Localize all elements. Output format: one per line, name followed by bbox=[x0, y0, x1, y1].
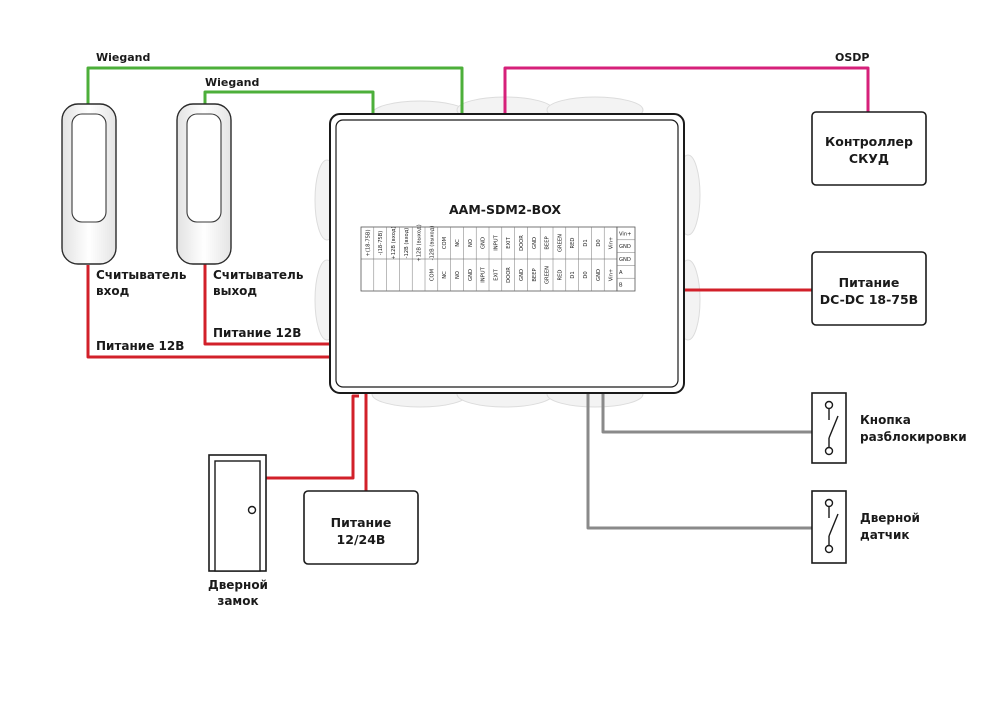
door-sensor bbox=[811, 490, 847, 564]
terminal-upper-label: EXIT bbox=[506, 236, 512, 248]
terminal-lower-label: Vin+ bbox=[609, 269, 615, 282]
terminal-lower-label: RED bbox=[557, 270, 563, 281]
label-wiegand-inner: Wiegand bbox=[205, 76, 259, 89]
terminal-upper-label: NC bbox=[455, 239, 461, 247]
controller-label-line2: СКУД bbox=[849, 151, 889, 166]
terminal-upper-label: DOOR bbox=[519, 235, 525, 251]
osdp-wire bbox=[503, 66, 870, 118]
unlock-button bbox=[811, 392, 847, 464]
terminal-right-frame bbox=[616, 226, 636, 292]
label-lock-2: замок bbox=[217, 594, 258, 608]
psu-label-line1: Питание bbox=[331, 515, 392, 530]
terminal-lower-label: GND bbox=[519, 269, 525, 281]
door-knob-icon bbox=[247, 505, 257, 515]
label-reader-out-2: выход bbox=[213, 284, 257, 298]
power-wire-reader-out bbox=[203, 262, 333, 346]
terminal-right-label: GND bbox=[619, 244, 631, 250]
label-power12-out: Питание 12В bbox=[213, 326, 301, 340]
terminal-upper-label: +12В (вход) bbox=[391, 226, 397, 259]
signal-wire-button bbox=[601, 392, 812, 434]
terminal-lower-label: D0 bbox=[583, 271, 589, 278]
label-lock-1: Дверной bbox=[208, 578, 268, 592]
terminal-lower-label: COM bbox=[429, 269, 435, 281]
terminal-lower-label: GND bbox=[596, 269, 602, 281]
label-reader-out-1: Считыватель bbox=[213, 268, 304, 282]
door-lock bbox=[208, 454, 267, 572]
dcdc-label-line1: Питание bbox=[839, 275, 900, 290]
terminal-upper-label: GND bbox=[532, 237, 538, 249]
reader-exit bbox=[176, 103, 232, 265]
terminal-right-label: GND bbox=[619, 257, 631, 263]
dcdc-label-line2: DC-DC 18-75В bbox=[820, 292, 918, 307]
terminal-lower-label: INPUT bbox=[481, 266, 487, 282]
reader-entrance bbox=[61, 103, 117, 265]
terminal-upper-label: BEEP bbox=[545, 236, 551, 249]
psu-label-line2: 12/24В bbox=[337, 532, 386, 547]
terminal-upper-label: GND bbox=[481, 237, 487, 249]
terminal-upper-label: COM bbox=[442, 237, 448, 249]
terminal-upper-label: -(18-75В) bbox=[378, 231, 384, 256]
device-title: AAM-SDM2-BOX bbox=[449, 202, 561, 217]
label-sensor-2: датчик bbox=[860, 528, 910, 542]
terminal-lower-label: GND bbox=[468, 269, 474, 281]
wires bbox=[86, 66, 870, 530]
terminal-upper-label: -12В (вход) bbox=[404, 228, 410, 259]
terminal-lower-label: DOOR bbox=[506, 267, 512, 283]
label-power12-in: Питание 12В bbox=[96, 339, 184, 353]
label-button-2: разблокировки bbox=[860, 430, 967, 444]
terminal-lower-label: BEEP bbox=[532, 268, 538, 281]
terminal-lower-label: NO bbox=[455, 271, 461, 279]
power-wire-lock bbox=[266, 394, 359, 480]
labels: Wiegand Wiegand OSDP Считыватель вход Сч… bbox=[96, 51, 967, 608]
terminal-upper-label: D0 bbox=[596, 239, 602, 246]
label-wiegand-outer: Wiegand bbox=[96, 51, 150, 64]
terminal-lower-label: EXIT bbox=[493, 268, 499, 280]
switch-lever-icon bbox=[828, 415, 839, 439]
terminal-block: +(18-75В) -(18-75В) +12В (вход) -12В (вход)… bbox=[360, 224, 636, 292]
terminal-right-label: B bbox=[619, 283, 623, 289]
label-reader-in-1: Считыватель bbox=[96, 268, 187, 282]
terminal-right-label: A bbox=[619, 270, 623, 276]
label-osdp: OSDP bbox=[835, 51, 869, 64]
terminal-upper-label: GREEN bbox=[557, 234, 563, 252]
signal-wire-sensor bbox=[586, 392, 812, 530]
terminal-upper-label: +12В (выход) bbox=[417, 224, 423, 261]
controller-skud: Контроллер СКУД bbox=[811, 111, 927, 186]
terminal-lower-label: GREEN bbox=[545, 266, 551, 284]
sensor-lever-icon bbox=[828, 513, 839, 537]
terminal-upper-label: Vin+ bbox=[609, 237, 615, 250]
power-12-24: Питание 12/24В bbox=[303, 490, 419, 565]
terminal-lower-label: D1 bbox=[570, 271, 576, 278]
terminal-upper-label: INPUT bbox=[493, 234, 499, 250]
device-aam-sdm2-box: AAM-SDM2-BOX +(18-75В) -(18-75В) +12В (вхо… bbox=[329, 113, 685, 394]
terminal-right-label: Vin+ bbox=[619, 231, 632, 237]
power-dcdc: Питание DC-DC 18-75В bbox=[811, 251, 927, 326]
terminal-lower-label: NC bbox=[442, 271, 448, 279]
label-sensor-1: Дверной bbox=[860, 511, 920, 525]
terminal-upper-label: -12В (выход) bbox=[429, 226, 435, 261]
terminal-upper-label: RED bbox=[570, 238, 576, 249]
power-wire-reader-in bbox=[86, 265, 333, 359]
terminal-upper-label: NO bbox=[468, 239, 474, 247]
terminal-upper-label: +(18-75В) bbox=[365, 229, 371, 256]
label-button-1: Кнопка bbox=[860, 413, 911, 427]
terminal-upper-label: D1 bbox=[583, 239, 589, 246]
wiegand-wire-outer bbox=[86, 66, 464, 118]
wiegand-wire-inner bbox=[203, 90, 375, 118]
controller-label-line1: Контроллер bbox=[825, 134, 913, 149]
label-reader-in-2: вход bbox=[96, 284, 130, 298]
